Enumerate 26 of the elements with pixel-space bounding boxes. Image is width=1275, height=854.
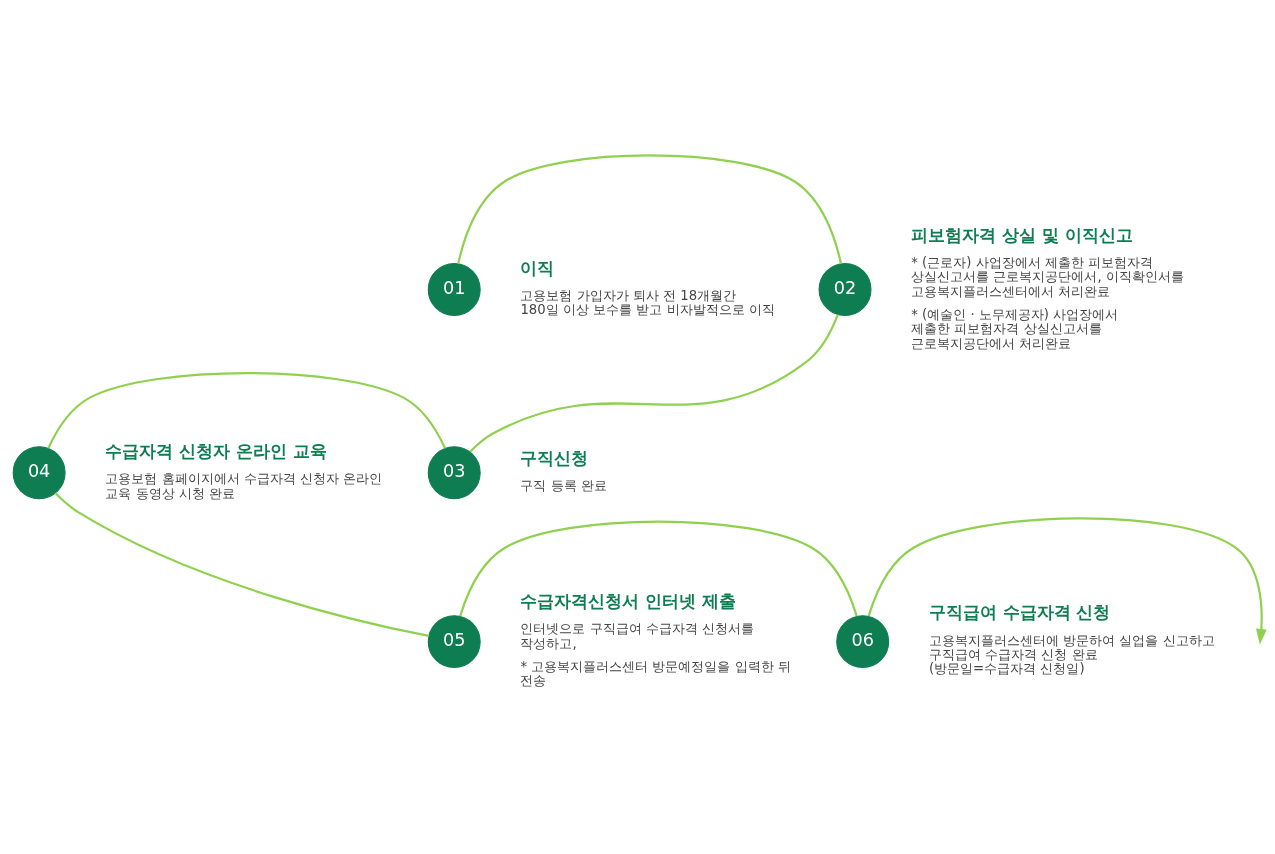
connector — [47, 371, 447, 449]
node-label: * (예술인 · 노무제공자) 사업장에서 제출한 피보험자격 상실신고서를 근로복지공단에서 처리완료 — [911, 306, 1119, 351]
node-circle: 01 — [427, 262, 481, 316]
node-label: 인터넷으로 구직급여 수급자격 신청서를 작성하고, — [520, 620, 755, 651]
node-circle: 02 — [818, 262, 872, 316]
node-circle: 05 — [427, 614, 481, 668]
node-label: * (근로자) 사업장에서 제출한 피보험자격 상실신고서를 근로복지공단에서, 이직확인서를 고용복지플러스센터에서 처리완료 — [911, 254, 1184, 299]
connector — [459, 520, 858, 617]
node-label: 구직급여 수급자격 신청 — [928, 602, 1111, 622]
connector — [457, 153, 843, 264]
node-label: 수급자격신청서 인터넷 제출 — [520, 591, 736, 611]
node-label: * 고용복지플러스센터 방문예정일을 입력한 뒤 전송 — [520, 658, 791, 688]
node-circle: 04 — [12, 445, 66, 499]
arrow — [867, 516, 1267, 644]
node-label: 구직신청 — [520, 448, 589, 468]
connector — [469, 313, 839, 453]
node-label: 고용보험 가입자가 퇴사 전 18개월간 180일 이상 보수를 받고 비자발적으로 이직 — [520, 287, 775, 317]
node-circle: 03 — [427, 445, 481, 499]
node-label: 구직 등록 완료 — [520, 477, 607, 493]
node-label: 고용보험 홈페이지에서 수급자격 신청자 온라인 교육 동영상 시청 완료 — [105, 470, 383, 501]
node-label: 고용복지플러스센터에 방문하여 실업을 신고하고 구직급여 수급자격 신청 완료 (방문일=수급자격 신청일) — [928, 632, 1215, 676]
node-label: 수급자격 신청자 온라인 교육 — [105, 441, 327, 461]
node-label: 이직 — [520, 258, 555, 278]
node-circle: 06 — [836, 614, 890, 668]
node-label: 피보험자격 상실 및 이직신고 — [911, 225, 1133, 245]
connector — [54, 491, 429, 637]
